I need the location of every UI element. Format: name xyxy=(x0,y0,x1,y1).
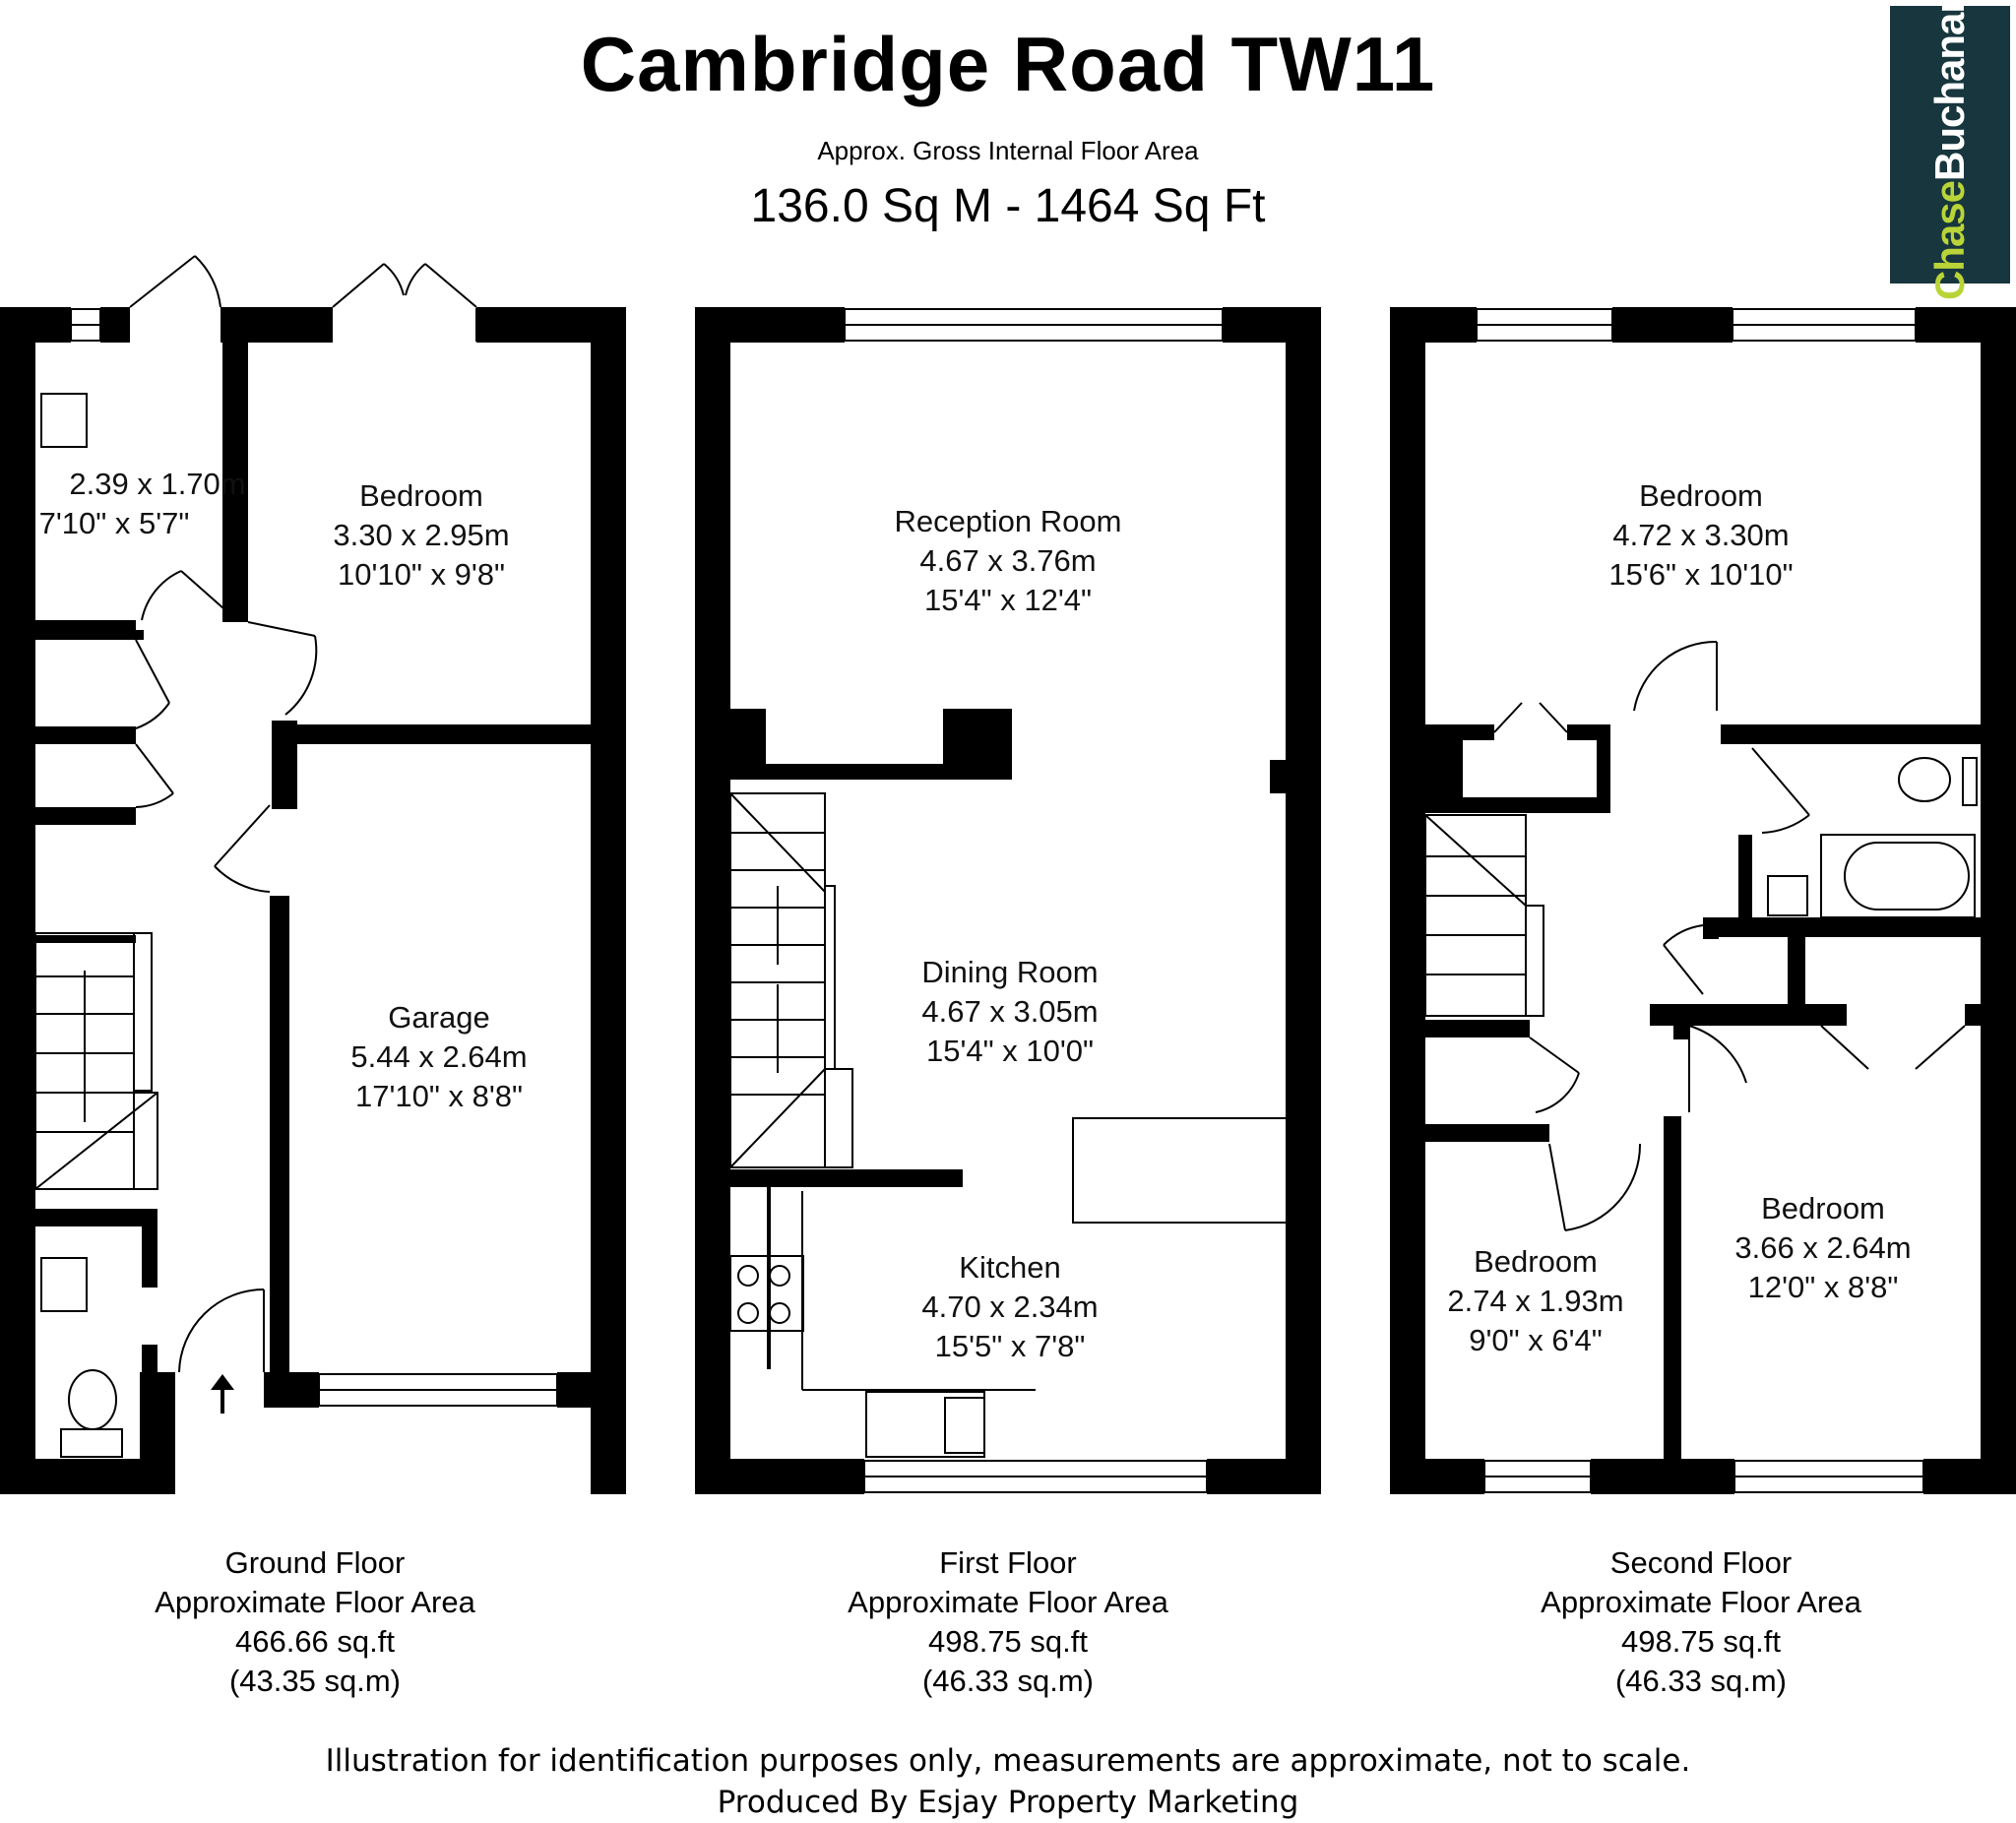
first-floor-plan xyxy=(695,307,1321,1494)
room-label-name: Dining Room xyxy=(921,955,1098,989)
floor-area-sqft: 498.75 sq.ft xyxy=(1620,1624,1781,1659)
room-label-metric: 2.74 x 1.93m xyxy=(1447,1284,1623,1318)
floor-area-label: Approximate Floor Area xyxy=(848,1585,1168,1619)
room-label-name: Bedroom xyxy=(1639,478,1763,513)
floor-name: First Floor xyxy=(939,1545,1077,1580)
room-label-imperial: 15'4" x 12'4" xyxy=(924,583,1092,617)
room-label-name: Bedroom xyxy=(1474,1244,1598,1279)
room-label-metric: 4.70 x 2.34m xyxy=(921,1289,1098,1324)
producer-text: Produced By Esjay Property Marketing xyxy=(717,1785,1299,1820)
floor-area-sqft: 466.66 sq.ft xyxy=(234,1624,395,1659)
room-label-name: Reception Room xyxy=(895,504,1122,538)
total-area: 136.0 Sq M - 1464 Sq Ft xyxy=(750,180,1266,232)
room-label-imperial: 17'10" x 8'8" xyxy=(355,1079,523,1113)
area-subtitle: Approx. Gross Internal Floor Area xyxy=(817,136,1199,165)
agency-logo: ChaseBuchanan xyxy=(1890,0,2010,300)
room-label-imperial: 15'6" x 10'10" xyxy=(1608,557,1793,592)
footer: Illustration for identification purposes… xyxy=(0,1740,2016,1823)
disclaimer-text: Illustration for identification purposes… xyxy=(325,1743,1691,1779)
floor-name: Second Floor xyxy=(1609,1545,1793,1580)
plan-title: Cambridge Road TW11 xyxy=(580,21,1436,107)
room-label-metric: 3.66 x 2.64m xyxy=(1734,1230,1911,1265)
room-label-name: Garage xyxy=(388,1000,489,1035)
ground-floor-summary: Ground Floor Approximate Floor Area 466.… xyxy=(59,1543,571,1701)
floor-area-sqft: 498.75 sq.ft xyxy=(927,1624,1088,1659)
room-label-imperial: 7'10" x 5'7" xyxy=(39,506,190,540)
room-label-imperial: 10'10" x 9'8" xyxy=(338,557,505,592)
room-label-imperial: 12'0" x 8'8" xyxy=(1748,1270,1899,1304)
floor-area-sqm: (46.33 sq.m) xyxy=(921,1664,1094,1698)
second-floor-plan xyxy=(1390,307,2016,1494)
room-label-metric: 5.44 x 2.64m xyxy=(350,1039,527,1074)
entrance-arrow-icon xyxy=(211,1374,234,1414)
floor-name: Ground Floor xyxy=(224,1545,406,1580)
room-label-name: Bedroom xyxy=(359,478,483,513)
second-floor-summary: Second Floor Approximate Floor Area 498.… xyxy=(1445,1543,1957,1701)
room-label-metric: 4.67 x 3.76m xyxy=(919,543,1096,578)
room-label-metric: 3.30 x 2.95m xyxy=(333,518,509,552)
first-floor-summary: First Floor Approximate Floor Area 498.7… xyxy=(752,1543,1264,1701)
room-label-name: Bedroom xyxy=(1761,1191,1885,1226)
room-label-metric: 2.39 x 1.70m xyxy=(69,467,245,501)
ground-floor-plan xyxy=(0,307,626,1494)
room-label-metric: 4.72 x 3.30m xyxy=(1612,518,1789,552)
room-label-imperial: 15'5" x 7'8" xyxy=(935,1329,1086,1363)
room-label-metric: 4.67 x 3.05m xyxy=(921,994,1098,1029)
floor-area-label: Approximate Floor Area xyxy=(1541,1585,1861,1619)
floor-area-sqm: (43.35 sq.m) xyxy=(228,1664,401,1698)
room-labels: 2.39 x 1.70m 7'10" x 5'7" Bedroom 3.30 x… xyxy=(39,467,1912,1363)
room-label-name: Kitchen xyxy=(959,1250,1060,1285)
floor-area-sqm: (46.33 sq.m) xyxy=(1614,1664,1787,1698)
room-label-imperial: 9'0" x 6'4" xyxy=(1469,1323,1603,1357)
room-label-imperial: 15'4" x 10'0" xyxy=(926,1034,1094,1068)
floor-area-label: Approximate Floor Area xyxy=(155,1585,475,1619)
